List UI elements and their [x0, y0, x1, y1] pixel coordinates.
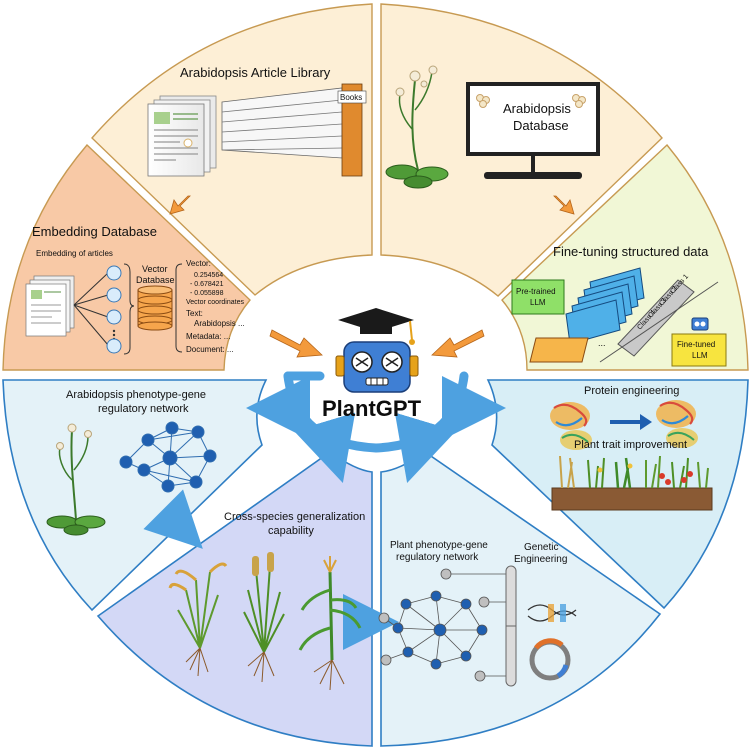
- metadata-label: Metadata: ...: [186, 332, 230, 341]
- vector-coords: Vector coordinates: [186, 299, 244, 306]
- pretrained-llm-box: Pre-trained LLM: [511, 279, 565, 315]
- arab-network-line1: Arabidopsis phenotype-gene: [66, 389, 206, 401]
- pretrained-line2: LLM: [530, 298, 546, 307]
- plant-network-line1: Plant phenotype-gene: [390, 540, 488, 551]
- text-value: Arabidopsis ...: [194, 319, 245, 328]
- orange-arrows: [169, 195, 575, 358]
- plantgpt-title: PlantGPT: [322, 396, 422, 421]
- trait-title: Plant trait improvement: [574, 439, 687, 451]
- genetic-line1: Genetic: [524, 542, 558, 553]
- maize-plant: [298, 556, 362, 691]
- embedding-doc-stack: [25, 275, 75, 337]
- text-label: Text:: [186, 309, 203, 318]
- wheat-plant: [243, 552, 285, 683]
- cross-line1: Cross-species generalization: [224, 511, 365, 523]
- rice-plant: [168, 562, 228, 677]
- graduation-cap-icon: [338, 308, 415, 345]
- arab-network-line2: regulatory network: [98, 403, 189, 415]
- arabidopsis-plant-left: [46, 423, 106, 536]
- embedding-title: Embedding Database: [32, 224, 157, 239]
- plant-network-line2: regulatory network: [396, 552, 479, 563]
- embedding-nodes: [73, 263, 135, 355]
- books-label: Books: [340, 93, 362, 102]
- finetuned-llm-box: Fine-tuned LLM: [671, 333, 727, 367]
- plasmid-icon: [529, 638, 571, 681]
- arab-network-graph: [119, 421, 217, 493]
- structured-data-stack: [565, 267, 645, 345]
- finetune-title: Fine-tuning structured data: [553, 244, 709, 259]
- protein-icon: [550, 400, 698, 450]
- genetic-line2: Engineering: [514, 554, 567, 565]
- vector-label: Vector:: [186, 259, 211, 268]
- flower-icon: [476, 94, 586, 108]
- vector-db-line2: Database: [136, 275, 175, 285]
- book-icon: [341, 83, 363, 177]
- database-line1: Arabidopsis: [503, 101, 571, 116]
- pretrained-line1: Pre-trained: [516, 287, 556, 296]
- vector-value-2: - 0.678421: [190, 281, 224, 288]
- library-title: Arabidopsis Article Library: [180, 65, 331, 80]
- blue-arrows: [143, 376, 506, 650]
- arabidopsis-plant-top: [385, 65, 449, 189]
- embedding-subtitle: Embedding of articles: [36, 249, 113, 258]
- finetuned-line1: Fine-tuned: [677, 340, 715, 349]
- cross-line2: capability: [268, 525, 314, 537]
- vector-value-3: - 0.055898: [190, 290, 224, 297]
- vector-value-1: 0.254564: [194, 272, 223, 279]
- database-line2: Database: [513, 118, 569, 133]
- book-shelf: Books: [221, 83, 367, 177]
- finetune-ellipsis: ...: [598, 338, 606, 348]
- field-crops: [551, 455, 713, 511]
- vector-db-line1: Vector: [142, 264, 168, 274]
- document-label: Document: ...: [186, 345, 234, 354]
- mini-robot-icon: [691, 317, 709, 331]
- article-stack: [147, 95, 217, 177]
- plant-network-graph: [378, 568, 510, 682]
- robot-icon: [335, 341, 419, 393]
- vector-db-cylinder: [137, 285, 173, 331]
- protein-title: Protein engineering: [584, 385, 679, 397]
- finetuned-line2: LLM: [692, 351, 708, 360]
- chromosome: [505, 565, 517, 687]
- monitor-icon: Arabidopsis Database: [466, 82, 600, 179]
- dna-icon: [527, 604, 577, 622]
